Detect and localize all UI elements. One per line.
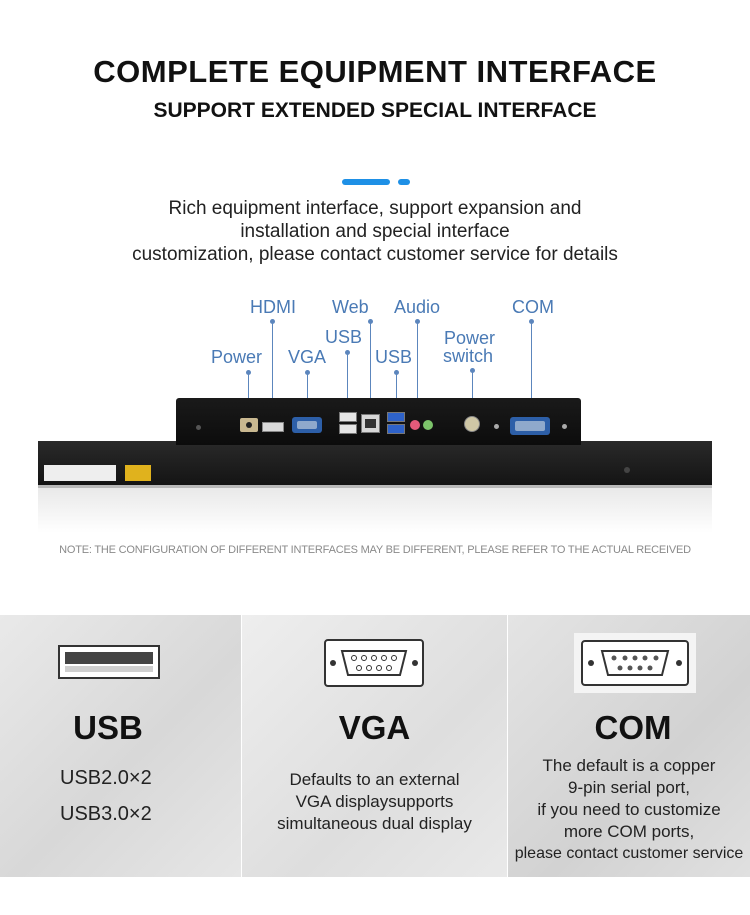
label-usb-left: USB <box>325 327 363 347</box>
com-connector-icon <box>574 633 696 693</box>
usb2-port-top-icon <box>339 412 357 422</box>
label-usb-right: USB <box>375 347 413 367</box>
com-line-5: please contact customer service <box>514 845 744 862</box>
label-hdmi: HDMI <box>250 297 296 317</box>
com-screw-right-icon <box>562 424 567 429</box>
ethernet-port-icon <box>361 414 380 433</box>
usb-title: USB <box>73 709 143 746</box>
leader-dot-usb-left <box>345 350 350 355</box>
feature-panel-vga: VGA Defaults to an external VGA displays… <box>242 615 507 877</box>
leader-dot-web <box>368 319 373 324</box>
leader-dot-audio <box>415 319 420 324</box>
leader-hdmi <box>272 321 273 411</box>
com-description: The default is a copper 9-pin serial por… <box>508 755 750 865</box>
body-screw-icon <box>624 467 630 473</box>
intro-line-1: Rich equipment interface, support expans… <box>168 198 582 219</box>
accent-divider-long <box>342 179 390 185</box>
usb-port-icon <box>58 645 160 679</box>
device-warning-sticker <box>125 465 151 481</box>
leader-com <box>531 321 532 417</box>
usb-line-2: USB3.0×2 <box>60 803 152 825</box>
screw-icon <box>196 425 201 430</box>
leader-dot-power-switch <box>470 368 475 373</box>
hdmi-port-icon <box>262 422 284 432</box>
device-reflection <box>38 488 712 533</box>
intro-description: Rich equipment interface, support expans… <box>0 197 750 266</box>
intro-line-3: customization, please contact customer s… <box>132 244 618 265</box>
com-port-icon <box>510 417 550 435</box>
device-label-sticker <box>44 465 116 481</box>
vga-line-3: simultaneous dual display <box>277 814 472 833</box>
mic-jack-icon <box>410 420 420 430</box>
page-subtitle: SUPPORT EXTENDED SPECIAL INTERFACE <box>153 99 597 122</box>
leader-dot-hdmi <box>270 319 275 324</box>
vga-port-icon <box>292 417 322 433</box>
label-power-switch-line2: switch <box>443 346 494 366</box>
leader-usb-left <box>347 352 348 412</box>
leader-web <box>370 321 371 411</box>
vga-line-2: VGA displaysupports <box>295 792 454 811</box>
label-web: Web <box>332 297 369 317</box>
com-line-4: more COM ports, <box>563 822 695 841</box>
leader-dot-com <box>529 319 534 324</box>
label-com: COM <box>512 297 554 317</box>
label-power: Power <box>211 347 263 367</box>
leader-usb-right <box>396 372 397 412</box>
label-power-switch-line1: Power <box>444 328 496 348</box>
leader-dot-vga <box>305 370 310 375</box>
intro-line-2: installation and special interface <box>240 221 510 242</box>
leader-audio <box>417 321 418 411</box>
leader-dot-usb-right <box>394 370 399 375</box>
com-line-3: if you need to customize <box>537 800 721 819</box>
page-title: COMPLETE EQUIPMENT INTERFACE <box>93 54 657 89</box>
vga-description: Defaults to an external VGA displaysuppo… <box>242 769 507 835</box>
leader-vga <box>307 372 308 416</box>
usb2-port-bottom-icon <box>339 424 357 434</box>
accent-divider-short <box>398 179 410 185</box>
vga-title: VGA <box>338 709 411 746</box>
leader-power <box>248 372 249 412</box>
vga-connector-icon <box>324 639 424 687</box>
com-screw-left-icon <box>494 424 499 429</box>
audio-out-jack-icon <box>423 420 433 430</box>
power-switch-icon[interactable] <box>464 416 480 432</box>
label-vga: VGA <box>288 347 327 367</box>
label-audio: Audio <box>394 297 441 317</box>
com-title: COM <box>594 709 672 746</box>
leader-power-switch <box>472 370 473 415</box>
vga-line-1: Defaults to an external <box>289 770 460 789</box>
dc-power-jack-icon <box>240 418 258 432</box>
usb3-port-top-icon <box>387 412 405 422</box>
configuration-note: NOTE: THE CONFIGURATION OF DIFFERENT INT… <box>59 544 691 556</box>
com-line-1: The default is a copper <box>542 756 716 775</box>
feature-panel-com: COM The default is a copper 9-pin serial… <box>508 615 750 877</box>
feature-panel-usb: USB USB2.0×2 USB3.0×2 <box>0 615 241 877</box>
com-line-2: 9-pin serial port, <box>568 778 690 797</box>
usb-line-1: USB2.0×2 <box>60 767 152 789</box>
usb3-port-bottom-icon <box>387 424 405 434</box>
leader-dot-power <box>246 370 251 375</box>
